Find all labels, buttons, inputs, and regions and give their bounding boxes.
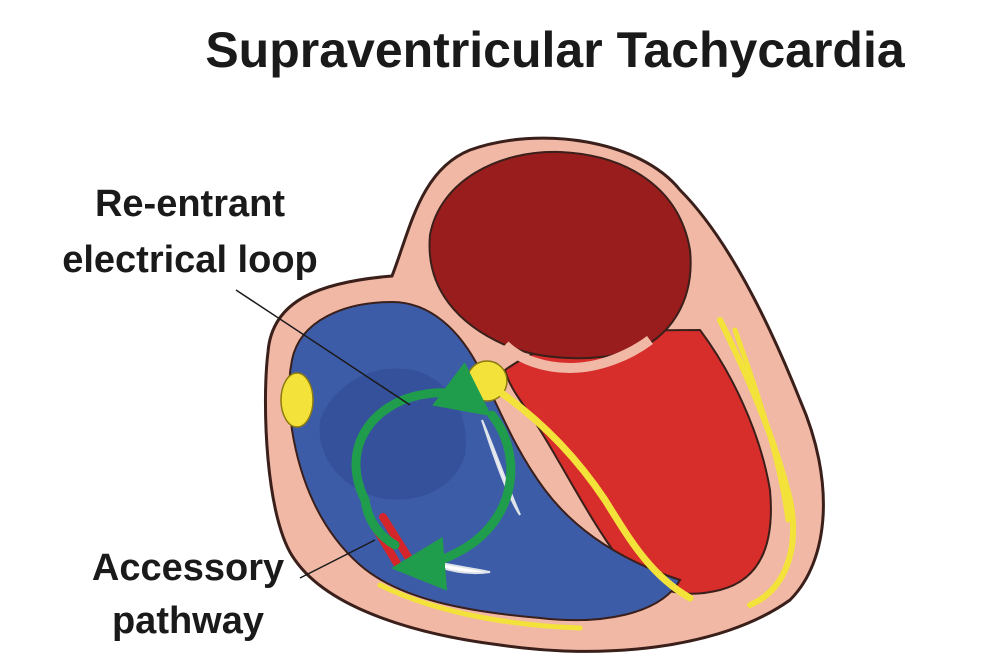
reentrant-label-line1: Re-entrant <box>95 183 285 225</box>
atrial-septum <box>501 335 653 374</box>
left-atrium <box>428 150 692 360</box>
left-ventricle <box>503 328 772 595</box>
left-bundle-branch <box>717 317 796 608</box>
tricuspid-valve-flap <box>481 419 521 516</box>
accessory-label-line2: pathway <box>112 600 264 642</box>
page-title: Supraventricular Tachycardia <box>205 22 906 78</box>
bundle-of-his <box>496 388 694 602</box>
sa-node <box>280 372 314 428</box>
reentrant-callout-line <box>235 289 411 406</box>
purkinje-fibers <box>377 327 791 631</box>
accessory-label-line1: Accessory <box>92 547 284 589</box>
reentrant-label-line2: electrical loop <box>62 239 318 281</box>
accessory-callout-line <box>299 539 376 579</box>
